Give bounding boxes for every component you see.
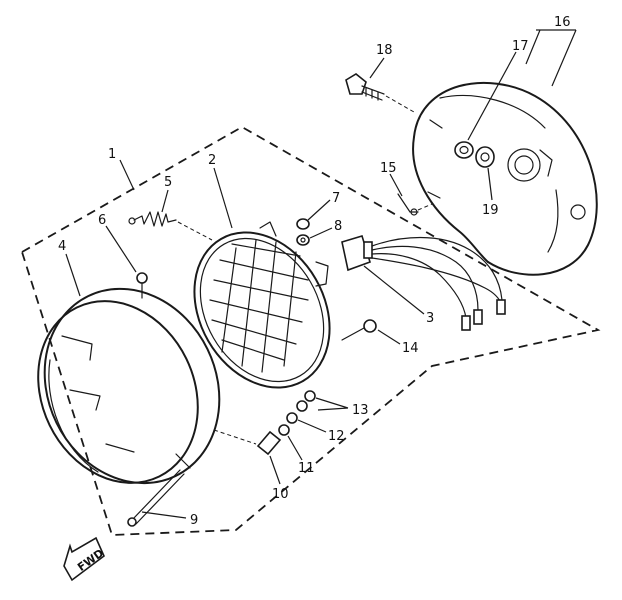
- callout-3: 3: [426, 311, 434, 326]
- callout-10: 10: [272, 487, 289, 502]
- flat-washer: [286, 412, 298, 424]
- adjusting-spring: [128, 211, 177, 227]
- socket-and-wiring: [341, 235, 506, 331]
- callout-5: 5: [164, 175, 172, 190]
- headlight-shell: [412, 81, 598, 276]
- callout-2: 2: [208, 153, 216, 168]
- mount-collar: [256, 430, 282, 456]
- callout-6: 6: [98, 213, 106, 228]
- callout-4: 4: [58, 239, 66, 254]
- shell-bolt: [345, 73, 385, 101]
- callout-9: 9: [190, 513, 198, 528]
- callout-14: 14: [402, 341, 419, 356]
- lock-washer: [278, 424, 290, 436]
- callout-12: 12: [328, 429, 345, 444]
- forward-arrow-icon: FWD: [63, 536, 106, 582]
- shell-clip: [397, 193, 419, 216]
- rim-mount-screw: [127, 469, 185, 527]
- washer: [296, 234, 310, 246]
- callout-17: 17: [512, 39, 529, 54]
- assembly-boundary: [20, 125, 601, 536]
- callout-1: 1: [108, 147, 116, 162]
- callout-7: 7: [332, 191, 340, 206]
- rim-screw: [136, 272, 148, 299]
- adjuster-nut: [341, 319, 377, 341]
- headlight-rim: [37, 287, 221, 485]
- small-nut: [296, 218, 310, 230]
- wire-grommet: [475, 146, 495, 168]
- callout-15: 15: [380, 161, 397, 176]
- callout-16: 16: [554, 15, 571, 30]
- callout-19: 19: [482, 203, 499, 218]
- callout-18: 18: [376, 43, 393, 58]
- grommet: [454, 141, 474, 159]
- callout-11: 11: [298, 461, 315, 476]
- sealed-beam-unit: [193, 221, 331, 389]
- spacer-washer: [296, 390, 316, 412]
- callout-8: 8: [334, 219, 342, 234]
- callout-13: 13: [352, 403, 369, 418]
